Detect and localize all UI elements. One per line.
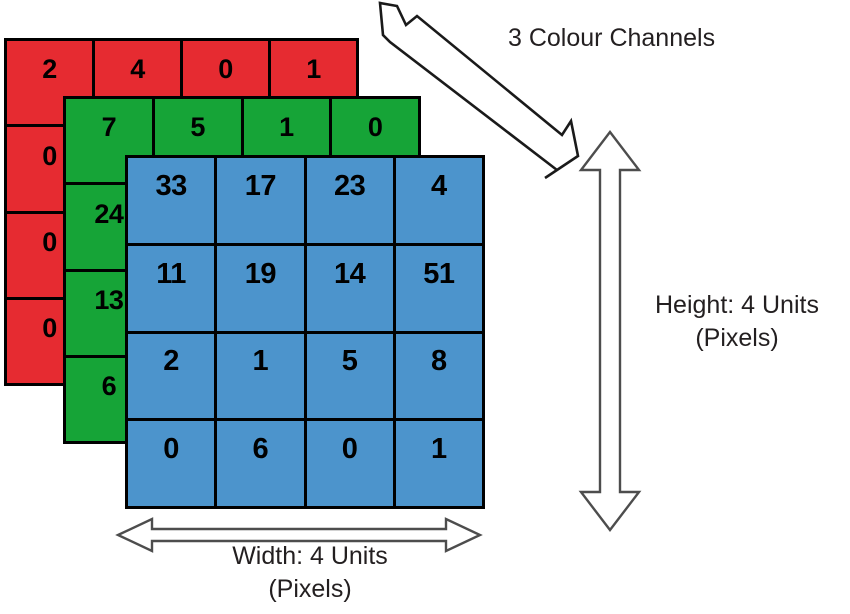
width-label-line1: Width: 4 Units [232,542,388,570]
blue-cell-r1c3: 51 [395,245,482,331]
blue-cell-r0c3: 4 [395,158,482,243]
blue-cell-r2c0: 2 [128,333,215,419]
blue-cell-r3c3: 1 [395,421,482,506]
colour-channels-label: 3 Colour Channels [508,24,716,52]
blue-cell-r1c0: 11 [128,245,215,331]
blue-cell-r0c1: 17 [217,158,304,243]
blue-channel-grid: 33 17 23 4 11 19 14 51 2 1 5 8 0 6 0 1 [125,155,485,509]
blue-cell-r2c1: 1 [217,333,304,419]
blue-cell-r3c2: 0 [306,421,393,506]
blue-cell-r2c3: 8 [395,333,482,419]
height-arrow-icon [578,130,642,532]
width-label: Width: 4 Units (Pixels) [110,542,510,604]
height-label-line2: (Pixels) [695,324,779,352]
blue-cell-r0c0: 33 [128,158,215,243]
blue-cell-r3c0: 0 [128,421,215,506]
blue-cell-r1c2: 14 [306,245,393,331]
blue-cell-r1c1: 19 [217,245,304,331]
height-label-line1: Height: 4 Units [655,291,819,319]
height-label: Height: 4 Units (Pixels) [655,291,819,353]
blue-cell-r2c2: 5 [306,333,393,419]
width-label-line2: (Pixels) [268,575,352,603]
blue-cell-r0c2: 23 [306,158,393,243]
blue-cell-r3c1: 6 [217,421,304,506]
